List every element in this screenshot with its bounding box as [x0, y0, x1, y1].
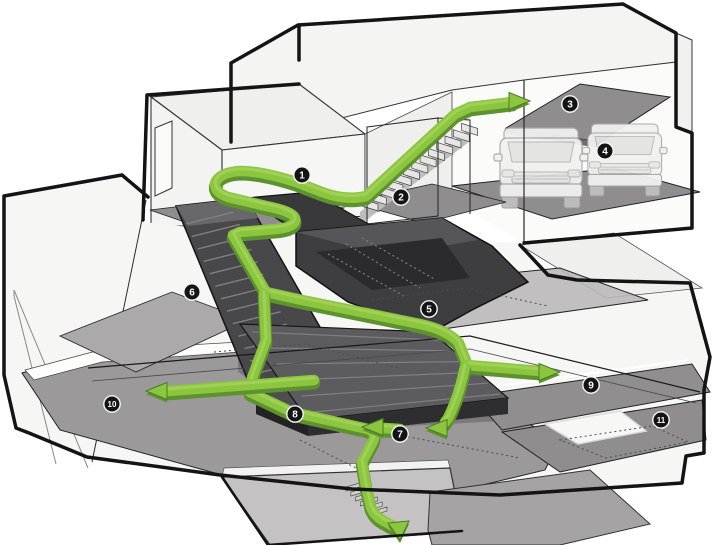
marker-badge-5: 5 [420, 300, 438, 318]
circulation-route [161, 96, 547, 536]
route-segment-4 [460, 359, 547, 381]
route-arrow-down-6 [387, 520, 410, 543]
marker-number: 6 [189, 288, 195, 299]
marker-badge-11: 11 [652, 411, 670, 429]
marker-badge-9: 9 [582, 376, 600, 394]
marker-number: 8 [292, 410, 298, 421]
basement-outline [220, 475, 464, 545]
marker-badge-1: 1 [293, 166, 311, 184]
garage-house-outline [229, 2, 694, 245]
marker-badge-10: 10 [103, 395, 121, 413]
route-segment-3 [161, 374, 321, 401]
marker-number: 5 [426, 305, 432, 316]
route-arrows [144, 91, 562, 543]
entry-house-window [154, 120, 173, 197]
seating-steps [251, 331, 501, 413]
car-2 [581, 123, 668, 197]
garage-house [230, 3, 701, 243]
marker-badges: 1 2 3 4 5 6 7 8 9 10 11 [103, 95, 670, 443]
route-segment-5 [438, 361, 472, 432]
route-arrow-right-1 [508, 91, 532, 113]
marker-number: 9 [588, 381, 594, 392]
marker-number: 7 [397, 430, 403, 441]
route-arrow-left-4 [360, 417, 384, 439]
marker-badge-6: 6 [183, 283, 201, 301]
marker-number: 4 [602, 147, 608, 158]
marker-number: 10 [108, 400, 117, 409]
route-arrow-right-2 [538, 362, 562, 384]
marker-badge-4: 4 [596, 142, 614, 160]
skylight [542, 410, 648, 445]
marker-badge-8: 8 [286, 405, 304, 423]
core-mass-facet-dark [316, 238, 470, 290]
route-arrow-left-5 [424, 418, 448, 440]
core-hidden-stair-dashes [327, 237, 437, 297]
marker-badge-7: 7 [391, 425, 409, 443]
marker-number: 1 [299, 171, 305, 182]
garage-cars [493, 123, 668, 209]
garage-house-right-jamb [675, 32, 693, 134]
route-segment-1 [209, 96, 519, 373]
glass-facade-line-2 [91, 348, 697, 404]
entry-house-outline [141, 82, 301, 222]
route-segment-2 [243, 288, 400, 536]
marker-number: 11 [657, 416, 666, 425]
central-core [174, 191, 530, 436]
route-arrow-left-3 [144, 381, 168, 403]
marker-number: 2 [398, 193, 404, 204]
glass-facade-line-1 [87, 335, 701, 393]
marker-badge-2: 2 [392, 188, 410, 206]
marker-badge-3: 3 [561, 95, 579, 113]
lower-shell-outline [2, 173, 712, 497]
marker-number: 3 [567, 100, 573, 111]
car-1 [493, 127, 589, 209]
